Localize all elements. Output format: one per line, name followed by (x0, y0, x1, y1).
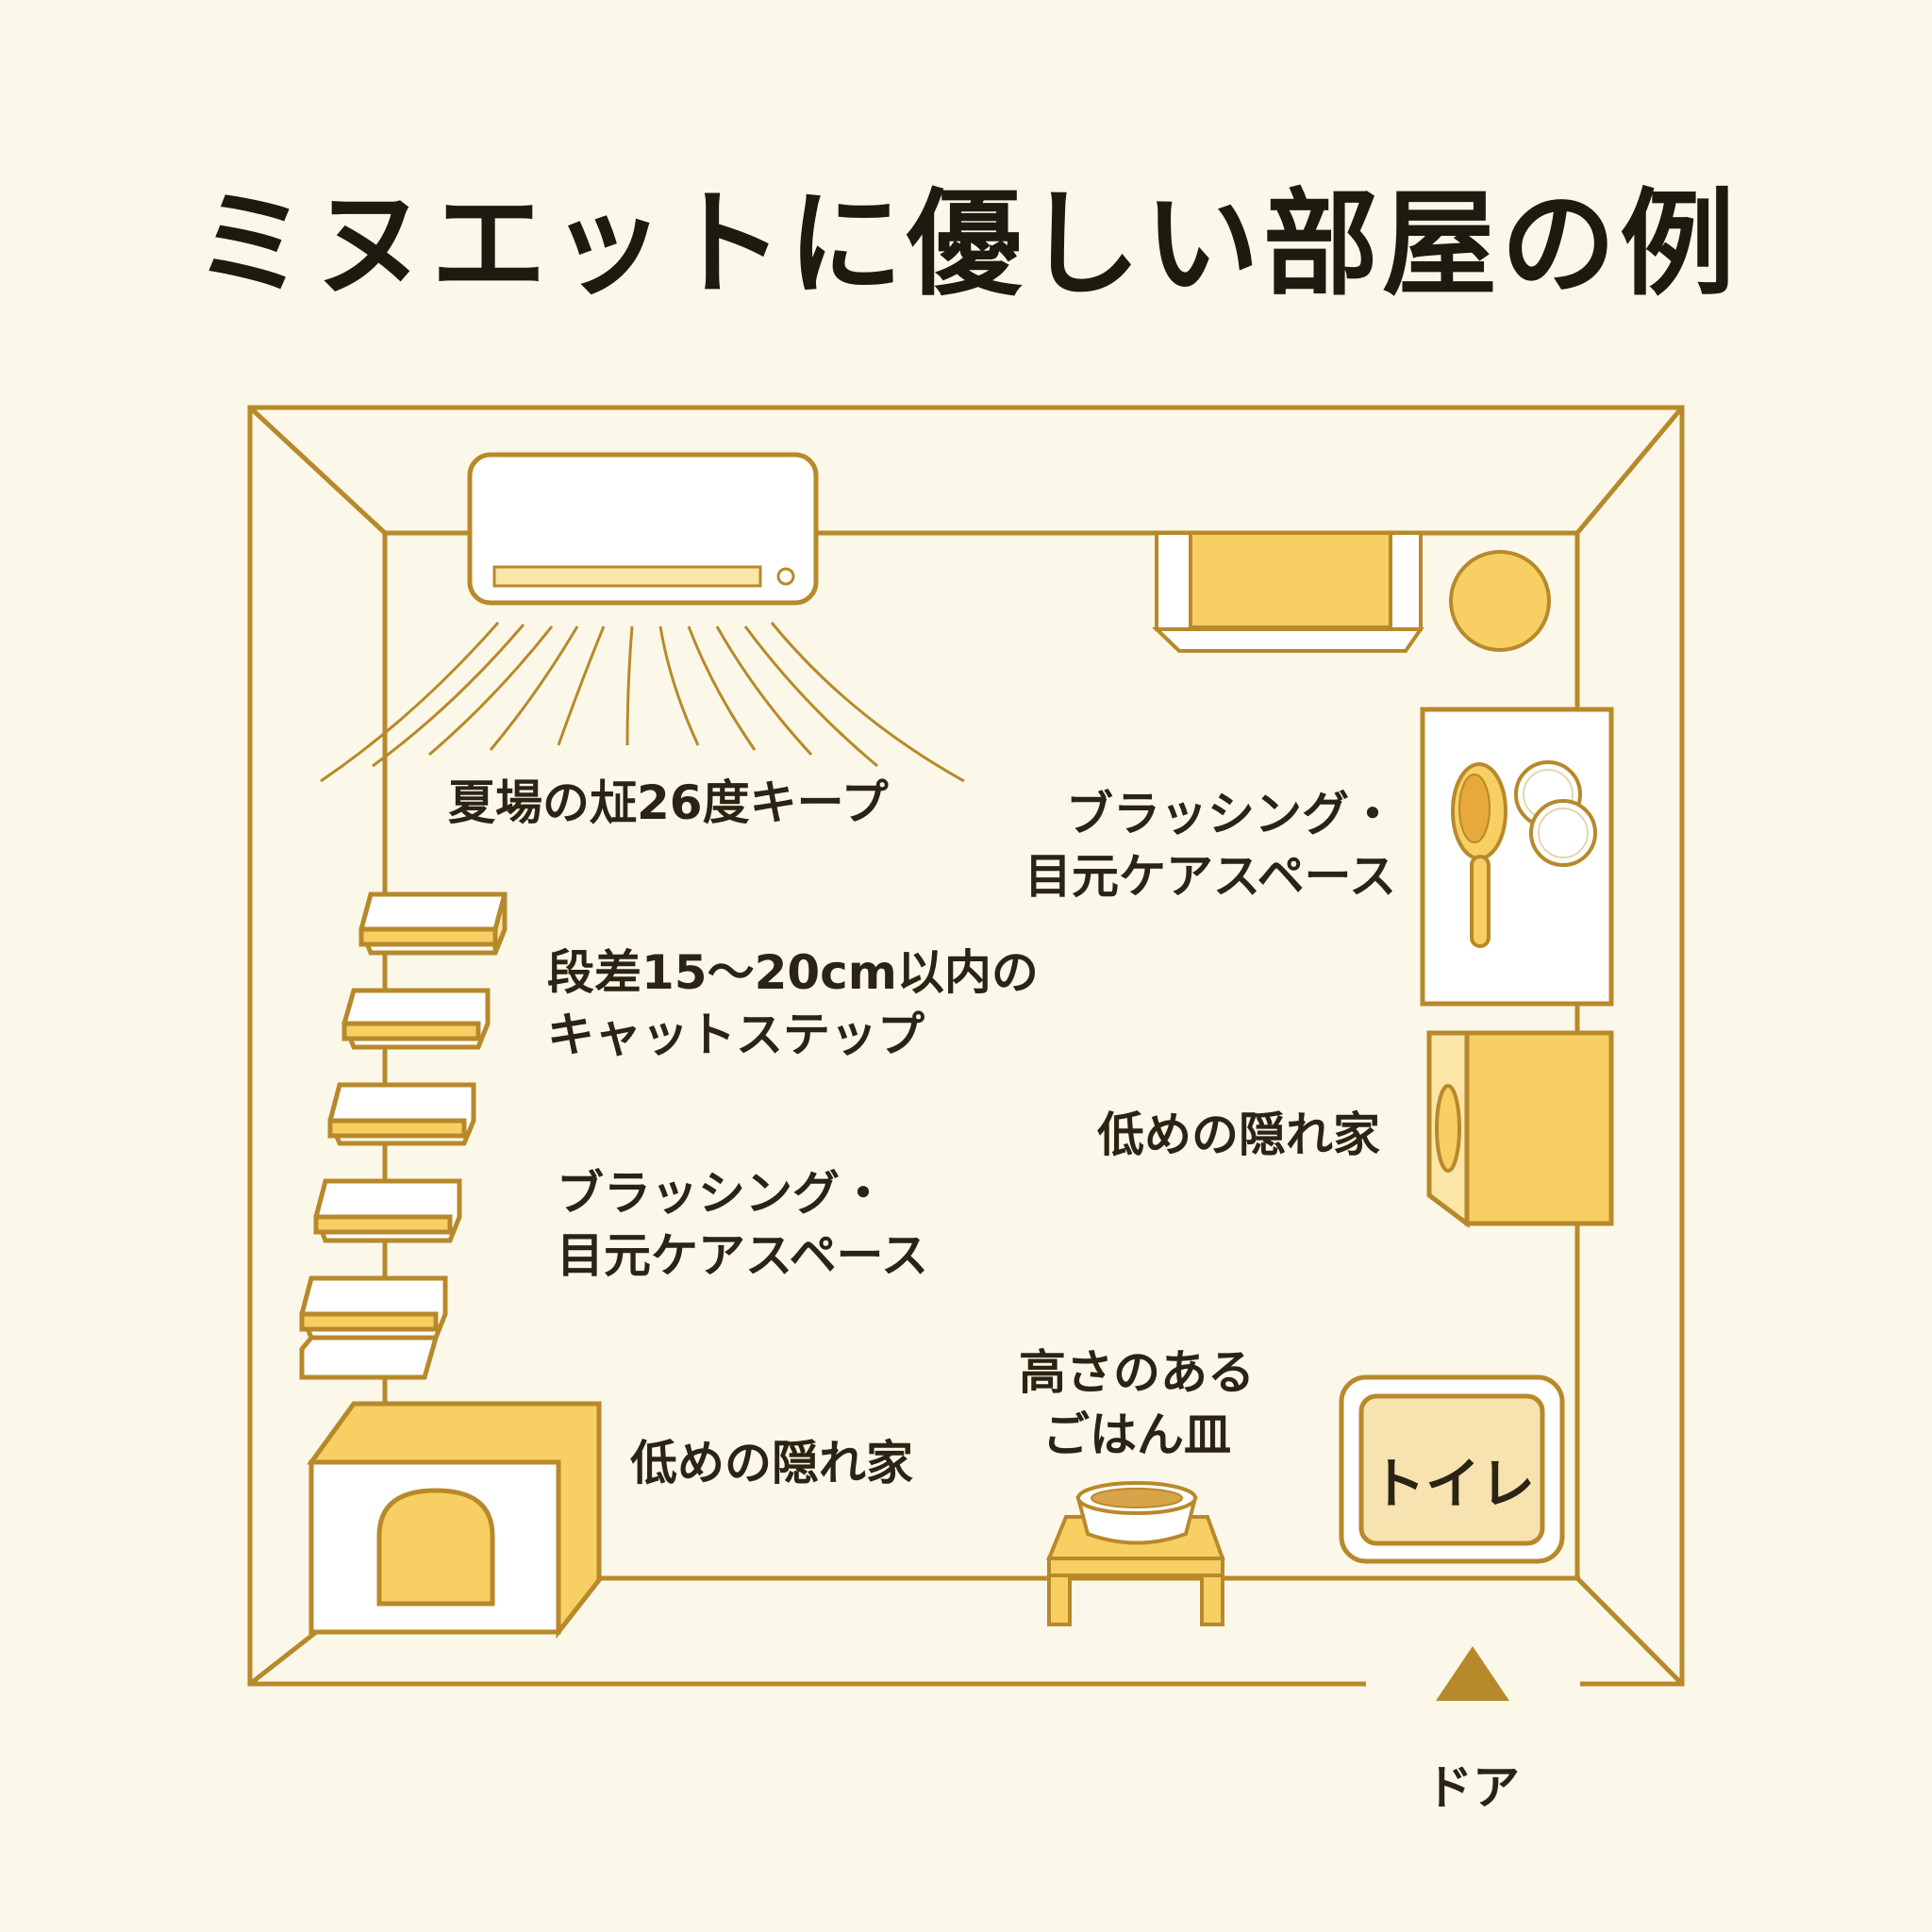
cushion-icon (1449, 550, 1551, 652)
bowl-line-1: 高さのある (1019, 1345, 1255, 1400)
cat-step-icon (299, 891, 508, 1380)
care-right-line-2: 目元ケアスペース (1024, 849, 1396, 904)
cotton-pad-icon (1514, 760, 1597, 867)
door-label: ドア (1425, 1760, 1520, 1815)
care-left-line-1: ブラッシング・ (557, 1166, 887, 1221)
aircon-label: 夏場の㍽26度キープ (448, 775, 889, 830)
care-right-line-1: ブラッシング・ (1066, 787, 1396, 841)
care-label-left: ブラッシング・ 目元ケアスペース (557, 1162, 928, 1287)
toilet-label: トイレ (1370, 1452, 1535, 1516)
bowl-label: 高さのある ごはん皿 (1000, 1341, 1274, 1466)
litter-box-icon (1339, 1374, 1565, 1564)
grooming-panel (1420, 707, 1614, 1007)
air-conditioner-icon (467, 452, 819, 606)
steps-label: 段差15〜20cm以内の キャットステップ (547, 941, 1039, 1066)
hideout-label-right: 低めの隠れ家 (1097, 1108, 1380, 1162)
door-arrow-icon (1436, 1646, 1509, 1701)
hideout-icon (307, 1401, 602, 1640)
care-left-line-2: 目元ケアスペース (557, 1228, 928, 1283)
hideout-icon (1426, 1030, 1614, 1228)
steps-line-1: 段差15〜20cm以内の (547, 945, 1039, 1000)
steps-line-2: キャットステップ (547, 1008, 924, 1062)
air-flow-lines (320, 622, 965, 783)
shelf-icon (1152, 531, 1424, 653)
page-title: ミヌエットに優しい部屋の例 (193, 175, 1739, 311)
food-bowl-icon (1046, 1481, 1225, 1626)
care-label-right: ブラッシング・ 目元ケアスペース (981, 783, 1396, 908)
hideout-label-left: 低めの隠れ家 (630, 1436, 913, 1491)
brush-icon (1451, 762, 1507, 948)
bowl-line-2: ごはん皿 (1042, 1407, 1231, 1462)
